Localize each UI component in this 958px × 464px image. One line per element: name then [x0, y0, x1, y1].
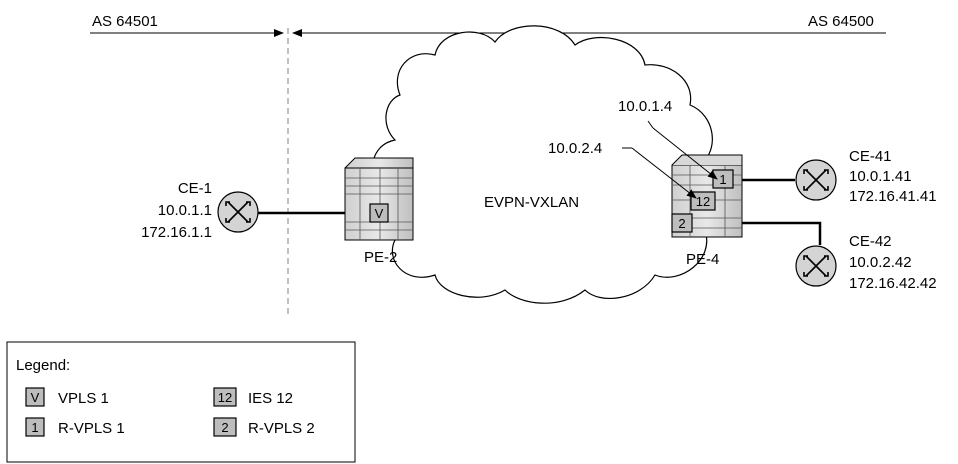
callout-10-0-1-4: 10.0.1.4	[618, 98, 672, 115]
ce42-name: CE-42	[849, 233, 892, 250]
ce1-name: CE-1	[178, 180, 212, 197]
legend-title: Legend:	[16, 357, 70, 374]
ce42-ip2: 172.16.42.42	[849, 275, 937, 292]
pe2-port-label: V	[375, 206, 384, 221]
legend-icon-2-text: 2	[221, 420, 228, 435]
cloud-label: EVPN-VXLAN	[484, 194, 579, 211]
legend-icon-12-text: 12	[218, 390, 232, 405]
legend-icon-v-text: V	[31, 390, 40, 405]
as-right-label: AS 64500	[808, 13, 874, 30]
callout-10-0-2-4: 10.0.2.4	[548, 140, 602, 157]
router-ce42: CE-42 10.0.2.42 172.16.42.42	[796, 233, 937, 292]
ce1-ip2: 172.16.1.1	[141, 224, 212, 241]
evpn-cloud: EVPN-VXLAN	[373, 26, 724, 303]
legend-icon-1-text: 1	[31, 420, 38, 435]
ce41-ip2: 172.16.41.41	[849, 188, 937, 205]
legend: Legend: V VPLS 1 12 IES 12 1 R-VPLS 1 2 …	[7, 342, 355, 462]
ce41-name: CE-41	[849, 148, 892, 165]
legend-label-rvpls1: R-VPLS 1	[58, 420, 125, 437]
legend-label-rvpls2: R-VPLS 2	[248, 420, 315, 437]
ce1-ip1: 10.0.1.1	[158, 202, 212, 219]
legend-label-ies12: IES 12	[248, 390, 293, 407]
pe4-port-1-label: 1	[719, 172, 726, 187]
pe4-port-2-label: 2	[678, 216, 685, 231]
ce41-ip1: 10.0.1.41	[849, 168, 912, 185]
pe4-name: PE-4	[686, 251, 719, 268]
pe2-name: PE-2	[364, 249, 397, 266]
as-left-label: AS 64501	[92, 13, 158, 30]
router-ce1: CE-1 10.0.1.1 172.16.1.1	[141, 180, 258, 241]
pe4-port-12-label: 12	[696, 194, 710, 209]
router-ce41: CE-41 10.0.1.41 172.16.41.41	[796, 148, 937, 205]
legend-label-vpls1: VPLS 1	[58, 390, 109, 407]
ce42-ip1: 10.0.2.42	[849, 254, 912, 271]
